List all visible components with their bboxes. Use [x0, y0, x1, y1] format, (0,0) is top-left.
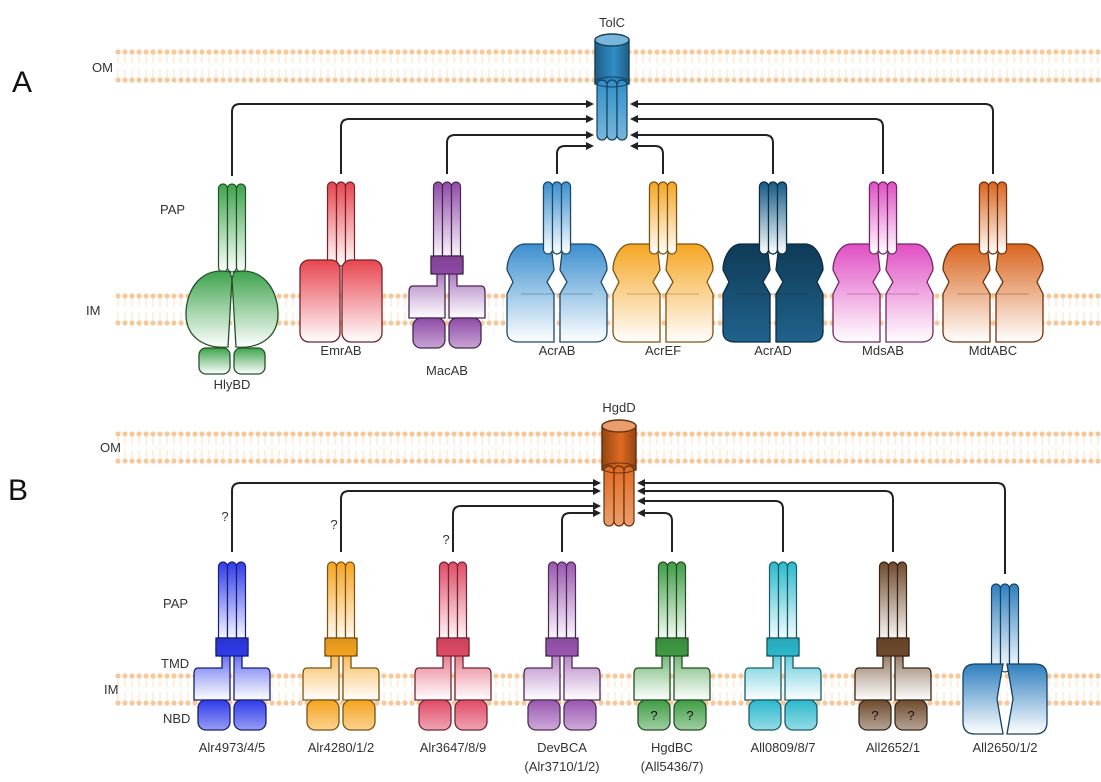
transporter-label: All2650/1/2 — [972, 740, 1037, 755]
transporter-sublabel: (Alr3710/1/2) — [524, 759, 599, 774]
arrow-hgdbc — [637, 509, 673, 552]
tolc-label: TolC — [599, 15, 625, 30]
unknown-link-mark: ? — [221, 509, 228, 524]
panel-a-pap-label: PAP — [160, 202, 185, 217]
arrow-acrab — [556, 142, 594, 174]
arrow-alr4280-1-2 — [340, 487, 601, 552]
transporter-label: HgdBC — [651, 740, 693, 755]
arrow-mdsab — [630, 115, 884, 174]
transporter-sublabel: (All5436/7) — [641, 759, 704, 774]
nbd-unknown-mark: ? — [650, 708, 657, 723]
unknown-link-mark: ? — [330, 517, 337, 532]
transporter-label: EmrAB — [320, 343, 361, 358]
transporter-macab — [408, 181, 486, 349]
transporter-hlybd — [185, 183, 279, 375]
transporter-label: Alr4973/4/5 — [199, 740, 266, 755]
arrow-alr3647-8-9 — [452, 502, 601, 552]
transporter-all2652-1: ?? — [854, 561, 932, 731]
panel-b-im-label: IM — [104, 682, 118, 697]
arrow-mdtabc — [630, 100, 994, 174]
transporter-mdtabc — [942, 181, 1044, 343]
arrow-hlybd — [231, 100, 594, 176]
panel-b-pap-label: PAP — [163, 596, 188, 611]
tolc-channel — [594, 33, 630, 141]
transporter-label: MacAB — [426, 363, 468, 378]
transporter-mdsab — [832, 181, 934, 343]
nbd-unknown-mark: ? — [686, 708, 693, 723]
transporter-label: Alr3647/8/9 — [420, 740, 487, 755]
arrow-emrab — [340, 115, 594, 174]
arrow-all2650-1-2 — [637, 479, 1006, 574]
arrow-all0809-8-7 — [637, 497, 784, 552]
arrow-all2652-1 — [637, 487, 894, 552]
transporter-label: AcrAB — [539, 343, 576, 358]
transporter-emrab — [299, 181, 383, 343]
unknown-link-mark: ? — [442, 532, 449, 547]
panel-a-letter: A — [12, 66, 32, 99]
panel-b-letter: B — [8, 474, 28, 507]
panel-a-om-label: OM — [92, 60, 113, 75]
transporter-label: All2652/1 — [866, 740, 920, 755]
transporter-acrad — [722, 181, 824, 343]
transporter-label: AcrEF — [645, 343, 681, 358]
panel-a-im-label: IM — [86, 303, 100, 318]
hgdd-channel — [601, 419, 637, 527]
arrow-acref — [630, 142, 664, 174]
transporter-alr3647-8-9 — [414, 561, 492, 731]
om-membrane-a — [115, 49, 1101, 83]
transporter-acref — [612, 181, 714, 343]
transporter-alr4973-4-5 — [193, 561, 271, 731]
transporter-devbca — [523, 561, 601, 731]
panel-b-om-label: OM — [100, 440, 121, 455]
transporter-label: MdtABC — [969, 343, 1017, 358]
transporter-acrab — [506, 181, 608, 343]
hgdd-label: HgdD — [602, 400, 635, 415]
transporter-hgdbc: ?? — [633, 561, 711, 731]
panel-b-nbd-label: NBD — [163, 711, 190, 726]
transporter-label: AcrAD — [754, 343, 792, 358]
arrow-devbca — [561, 509, 601, 552]
transporter-label: All0809/8/7 — [750, 740, 815, 755]
transporter-label: HlyBD — [214, 377, 251, 392]
transporter-label: MdsAB — [862, 343, 904, 358]
arrow-alr4973-4-5 — [231, 479, 601, 552]
arrow-macab — [446, 131, 594, 174]
transporter-all2650-1-2 — [962, 583, 1048, 735]
transporter-label: Alr4280/1/2 — [308, 740, 375, 755]
nbd-unknown-mark: ? — [871, 708, 878, 723]
arrow-acrad — [630, 131, 774, 174]
panel-b-tmd-label: TMD — [161, 656, 189, 671]
transporter-all0809-8-7 — [744, 561, 822, 731]
nbd-unknown-mark: ? — [907, 708, 914, 723]
transporter-label: DevBCA — [537, 740, 587, 755]
transporter-alr4280-1-2 — [302, 561, 380, 731]
